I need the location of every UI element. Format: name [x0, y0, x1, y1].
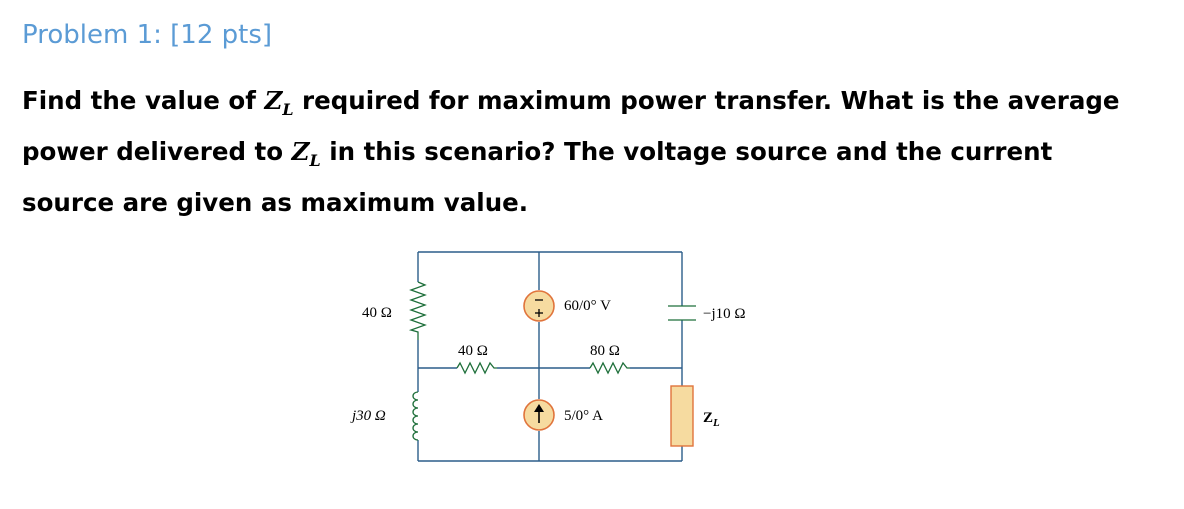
inductor-left-label: j30 Ω — [350, 408, 386, 424]
arrow-up-icon — [534, 404, 544, 412]
inductor-left — [412, 391, 419, 441]
voltage-source — [523, 290, 555, 322]
problem-text-part-1: Find the value of — [22, 86, 265, 115]
load-impedance — [670, 385, 694, 447]
zl-symbol: ZL — [264, 86, 294, 119]
voltage-source-label: 60/0° V — [564, 298, 611, 314]
capacitor — [668, 305, 696, 321]
resistor-middle-right-label: 80 Ω — [590, 343, 620, 359]
problem-text-part-2: required for maximum power transfer. Wha… — [22, 86, 1120, 166]
current-source-label: 5/0° A — [564, 408, 603, 424]
problem-statement: Find the value of ZL required for maximu… — [22, 80, 1152, 224]
current-source — [523, 399, 555, 431]
resistor-middle-left-label: 40 Ω — [458, 343, 488, 359]
capacitor-label: −j10 Ω — [703, 306, 746, 322]
problem-heading: Problem 1: [12 pts] — [22, 20, 273, 50]
problem-text-part-3: in this scenario? The voltage source and… — [22, 136, 1053, 217]
load-label: ZL — [703, 410, 720, 429]
zl-symbol: ZL — [291, 136, 321, 170]
resistor-left — [408, 281, 427, 340]
resistor-middle-right — [589, 361, 630, 375]
circuit-wires — [417, 251, 683, 462]
resistor-left-label: 40 Ω — [362, 305, 392, 321]
resistor-middle-left — [456, 361, 497, 375]
